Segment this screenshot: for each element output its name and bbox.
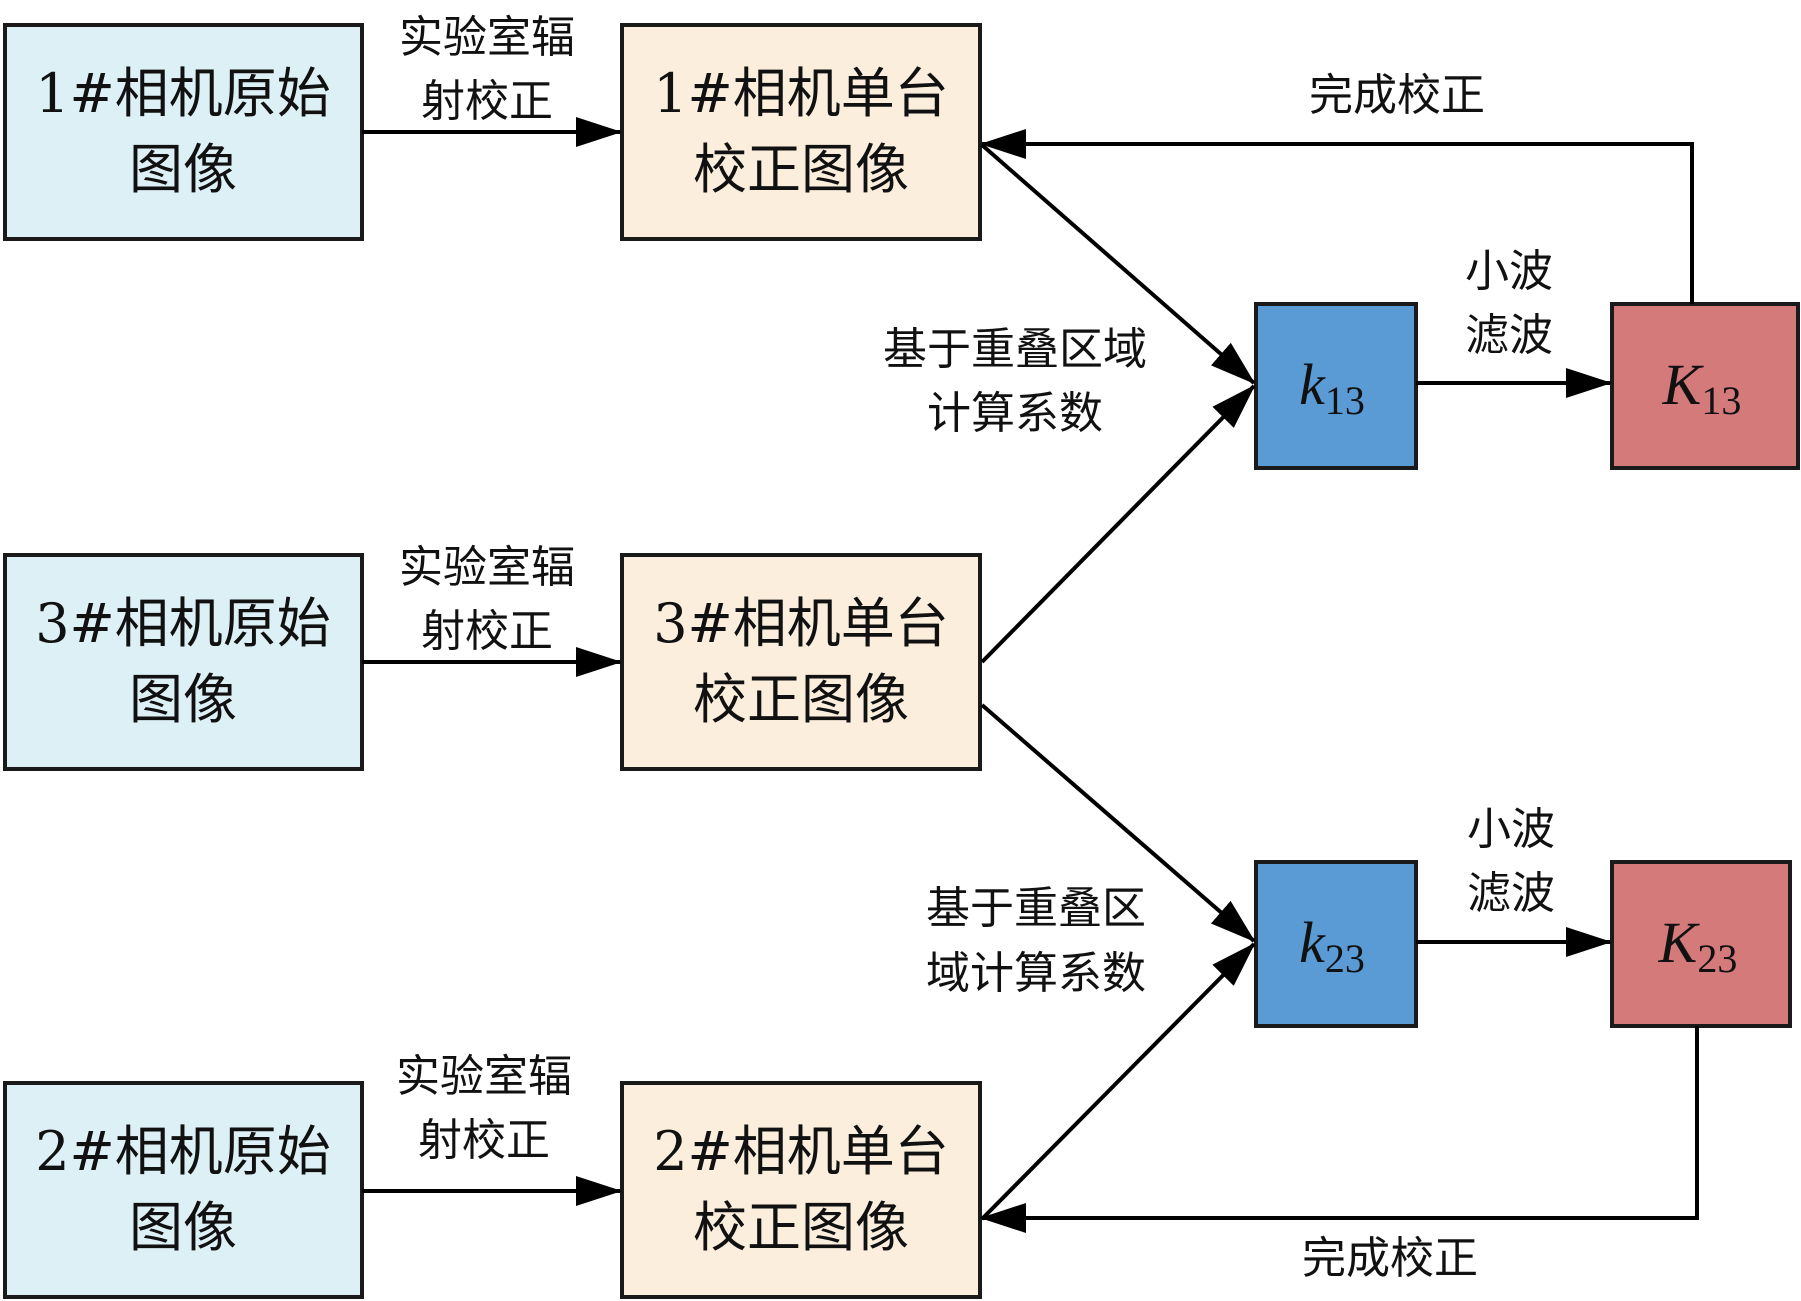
raw-image-box-1: 1#相机原始 图像 xyxy=(3,23,364,241)
corrected-image-box-2-rect xyxy=(620,1081,982,1299)
coefficient-box-k13-text: k13 xyxy=(1299,352,1365,423)
label-lab-radiometric-correction-1-line1: 实验室辐 xyxy=(399,12,575,63)
filtered-coefficient-box-K23: K23 xyxy=(1610,860,1792,1028)
label-lab-radiometric-correction-3-line1: 实验室辐 xyxy=(399,542,575,593)
filtered-coefficient-K23-subscript: 23 xyxy=(1697,936,1737,981)
label-correction-complete-bottom: 完成校正 xyxy=(1302,1233,1478,1284)
coefficient-box-k23: k23 xyxy=(1254,860,1418,1028)
label-lab-radiometric-correction-1: 实验室辐 射校正 xyxy=(399,12,575,127)
filtered-coefficient-K23-letter: K xyxy=(1658,910,1701,975)
corrected-image-box-3-line1: 3#相机单台 xyxy=(653,592,949,655)
coefficient-k13-subscript: 13 xyxy=(1325,378,1365,423)
filtered-coefficient-K13-subscript: 13 xyxy=(1701,378,1741,423)
label-overlap-coefficient-bottom-line1: 基于重叠区 xyxy=(926,883,1146,934)
arrow-corrected3-to-k23 xyxy=(980,703,1256,943)
coefficient-k23-subscript: 23 xyxy=(1325,936,1365,981)
corrected-image-box-2-line2: 校正图像 xyxy=(693,1196,909,1259)
raw-image-box-2-rect xyxy=(3,1081,364,1299)
label-wavelet-filter-bottom: 小波 滤波 xyxy=(1467,804,1555,919)
corrected-image-box-1: 1#相机单台 校正图像 xyxy=(620,23,982,241)
corrected-image-box-3-rect xyxy=(620,553,982,771)
corrected-image-box-1-line1: 1#相机单台 xyxy=(653,62,949,125)
arrow-K23-back-to-corrected2 xyxy=(980,1026,1699,1233)
coefficient-box-k23-text: k23 xyxy=(1299,910,1365,981)
filtered-coefficient-box-K13-rect xyxy=(1610,302,1800,470)
label-wavelet-filter-bottom-line1: 小波 xyxy=(1467,804,1555,855)
coefficient-k13-letter: k xyxy=(1299,352,1326,417)
label-lab-radiometric-correction-2-line2: 射校正 xyxy=(418,1115,550,1166)
coefficient-box-k13-rect xyxy=(1254,302,1418,470)
raw-image-box-3-line2: 图像 xyxy=(129,668,237,731)
label-overlap-coefficient-bottom: 基于重叠区 域计算系数 xyxy=(926,883,1146,999)
label-overlap-coefficient-top: 基于重叠区域 计算系数 xyxy=(883,324,1147,439)
corrected-image-box-2: 2#相机单台 校正图像 xyxy=(620,1081,982,1299)
label-wavelet-filter-top-line1: 小波 xyxy=(1465,246,1553,297)
raw-image-box-3: 3#相机原始 图像 xyxy=(3,553,364,771)
raw-image-box-3-rect xyxy=(3,553,364,771)
filtered-coefficient-box-K23-text: K23 xyxy=(1658,910,1738,981)
coefficient-box-k13: k13 xyxy=(1254,302,1418,470)
raw-image-box-1-line1: 1#相机原始 xyxy=(35,62,331,125)
label-overlap-coefficient-bottom-line2: 域计算系数 xyxy=(926,948,1146,999)
filtered-coefficient-box-K13: K13 xyxy=(1610,302,1800,470)
label-lab-radiometric-correction-3-line2: 射校正 xyxy=(421,606,553,657)
raw-image-box-3-line1: 3#相机原始 xyxy=(35,592,331,655)
raw-image-box-1-rect xyxy=(3,23,364,241)
raw-image-box-2-line1: 2#相机原始 xyxy=(35,1120,331,1183)
coefficient-k23-letter: k xyxy=(1299,910,1326,975)
arrow-corrected3-to-k13 xyxy=(980,384,1256,664)
arrow-corrected1-to-k13 xyxy=(980,143,1256,385)
raw-image-box-1-line2: 图像 xyxy=(129,138,237,201)
raw-image-box-2: 2#相机原始 图像 xyxy=(3,1081,364,1299)
label-lab-radiometric-correction-3: 实验室辐 射校正 xyxy=(399,542,575,657)
arrow-corrected2-to-k23 xyxy=(980,942,1256,1221)
corrected-image-box-3-line2: 校正图像 xyxy=(693,668,909,731)
label-overlap-coefficient-top-line1: 基于重叠区域 xyxy=(883,324,1147,375)
corrected-image-box-2-line1: 2#相机单台 xyxy=(653,1120,949,1183)
label-wavelet-filter-top-line2: 滤波 xyxy=(1465,310,1553,361)
label-lab-radiometric-correction-2-line1: 实验室辐 xyxy=(396,1051,572,1102)
corrected-image-box-1-rect xyxy=(620,23,982,241)
filtered-coefficient-K13-letter: K xyxy=(1662,352,1705,417)
label-wavelet-filter-bottom-line2: 滤波 xyxy=(1467,868,1555,919)
corrected-image-box-3: 3#相机单台 校正图像 xyxy=(620,553,982,771)
raw-image-box-2-line2: 图像 xyxy=(129,1196,237,1259)
arrow-K13-back-to-corrected1 xyxy=(980,129,1694,304)
label-overlap-coefficient-top-line2: 计算系数 xyxy=(927,388,1103,439)
label-correction-complete-top: 完成校正 xyxy=(1309,70,1485,121)
filtered-coefficient-box-K13-text: K13 xyxy=(1662,352,1742,423)
label-lab-radiometric-correction-2: 实验室辐 射校正 xyxy=(396,1051,572,1166)
filtered-coefficient-box-K23-rect xyxy=(1610,860,1792,1028)
corrected-image-box-1-line2: 校正图像 xyxy=(693,138,909,201)
label-lab-radiometric-correction-1-line2: 射校正 xyxy=(421,76,553,127)
label-wavelet-filter-top: 小波 滤波 xyxy=(1465,246,1553,361)
